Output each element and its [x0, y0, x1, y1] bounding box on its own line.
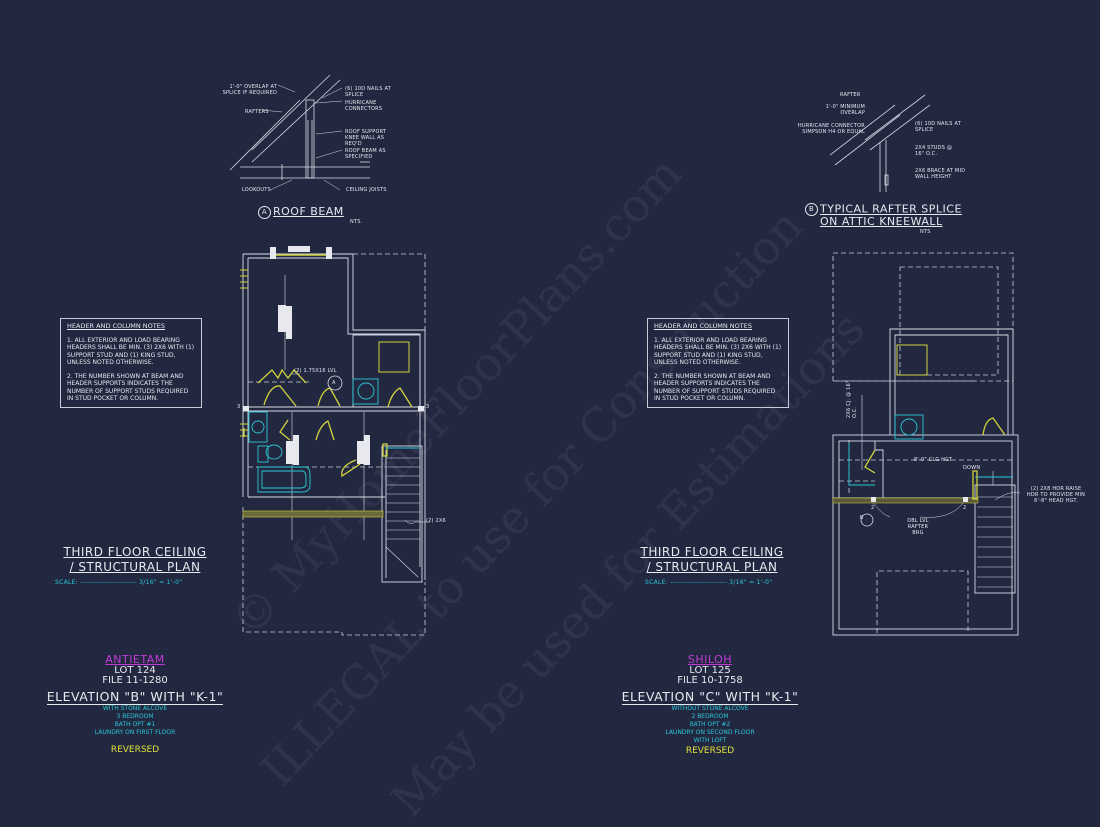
detail-marker-b: B [805, 203, 818, 216]
down-label: DOWN [963, 465, 981, 471]
elevation-label: ELEVATION "C" WITH "K-1" [621, 689, 799, 705]
left-plan-scale: SCALE: ----------------------- 3/16" = 1… [55, 579, 183, 586]
plan-name: SHILOH [687, 653, 733, 666]
left-plan-title: THIRD FLOOR CEILING / STRUCTURAL PLAN SC… [40, 545, 230, 590]
detail-marker-a: A [258, 205, 271, 219]
rafter-splice-detail-drawing [830, 94, 930, 192]
info-block-left: ANTIETAM LOT 124 FILE 11-1280 ELEVATION … [30, 653, 240, 755]
note-item-1: 1. ALL EXTERIOR AND LOAD BEARING HEADERS… [67, 336, 195, 367]
stud-count-right: 2 [963, 505, 967, 511]
callout-studs: 2x4 STUDS @ 16" O.C. [915, 145, 953, 157]
reversed-label: REVERSED [110, 745, 160, 755]
right-plan-title: THIRD FLOOR CEILING / STRUCTURAL PLAN SC… [617, 545, 807, 590]
callout-rafters: RAFTERS [245, 109, 269, 115]
option-item: BATH OPT #2 [689, 721, 731, 728]
callout-overlap: 1'-0" OVERLAP AT SPLICE IF REQUIRED [222, 84, 277, 96]
ceiling-height-callout: 8'-0" CLG HGT [914, 457, 953, 463]
callout-hurricane: HURRICANE CONNECTORS [345, 100, 383, 112]
note-item-2: 2. THE NUMBER SHOWN AT BEAM AND HEADER S… [67, 372, 189, 403]
callout-hurricane-connector: HURRICANE CONNECTOR SIMPSON H4 OR EQUAL [797, 123, 865, 135]
callout-roof-beam: ROOF BEAM AS SPECIFIED [345, 148, 386, 160]
callout-ceiling-joists: CEILING JOISTS [346, 187, 387, 193]
left-plan-title-line-2: / STRUCTURAL PLAN [69, 560, 201, 574]
callout-splice-nails: (6) 10d NAILS AT SPLICE [915, 121, 961, 133]
option-item: WITH LOFT [693, 737, 727, 744]
rafter-splice-title-line-1: TYPICAL RAFTER SPLICE [820, 202, 962, 216]
left-floor-plan-drawing [240, 246, 430, 636]
right-plan-scale: SCALE: ----------------------- 3/16" = 1… [645, 579, 773, 586]
header-callout: (2) 2x6 [426, 518, 446, 524]
callout-brace: 2x6 BRACE AT MID WALL HEIGHT [915, 168, 966, 180]
option-item: LAUNDRY ON SECOND FLOOR [665, 729, 755, 736]
section-marker-a: A [332, 380, 336, 386]
reversed-label: REVERSED [685, 746, 735, 756]
option-item: 3 BEDROOM [116, 713, 154, 720]
info-block-right: SHILOH LOT 125 FILE 10-1758 ELEVATION "C… [605, 653, 815, 756]
callout-lookouts: LOOKOUTS [242, 187, 271, 193]
ceiling-joist-callout: 2x6 CJ. @ 16" O.C. [846, 380, 858, 418]
notes-title: HEADER AND COLUMN NOTES [67, 322, 165, 330]
option-item: 2 BEDROOM [691, 713, 729, 720]
option-item: WITHOUT STONE ALCOVE [671, 705, 749, 712]
callout-nails: (6) 10d NAILS AT SPLICE [345, 86, 391, 98]
rafter-splice-title-line-2: ON ATTIC KNEEWALL [820, 215, 943, 228]
section-marker-b: B [860, 515, 864, 521]
header-column-notes-left: HEADER AND COLUMN NOTES 1. ALL EXTERIOR … [60, 318, 202, 408]
option-item: BATH OPT #1 [114, 721, 156, 728]
stud-count-right: 3 [426, 404, 430, 410]
file-number: FILE 11-1280 [102, 675, 168, 686]
raise-header-callout: (2) 2x8 HDR RAISE HDR TO PROVIDE MIN 6'-… [1026, 486, 1086, 504]
callout-min-overlap: 1'-0" MINIMUM OVERLAP [825, 104, 865, 116]
roof-beam-title-text: ROOF BEAM [273, 205, 344, 218]
stud-count-left: 2 [871, 505, 875, 511]
roof-beam-nts: NTS. [350, 219, 363, 225]
elevation-label: ELEVATION "B" WITH "K-1" [46, 689, 224, 705]
lot-number: LOT 125 [689, 665, 731, 676]
note-item-2: 2. THE NUMBER SHOWN AT BEAM AND HEADER S… [654, 372, 776, 403]
notes-title: HEADER AND COLUMN NOTES [654, 322, 752, 330]
option-item: LAUNDRY ON FIRST FLOOR [94, 729, 176, 736]
note-item-1: 1. ALL EXTERIOR AND LOAD BEARING HEADERS… [654, 336, 782, 367]
plan-name: ANTIETAM [105, 653, 165, 666]
file-number: FILE 10-1758 [677, 675, 743, 686]
roof-beam-detail-drawing [229, 74, 370, 191]
right-plan-title-line-2: / STRUCTURAL PLAN [646, 560, 778, 574]
option-item: WITH STONE ALCOVE [102, 705, 168, 712]
rafter-bearing-callout: DBL LVL RAFTER BRG [907, 518, 929, 536]
header-column-notes-right: HEADER AND COLUMN NOTES 1. ALL EXTERIOR … [647, 318, 789, 408]
lvl-callout: (2) 1.75x16 LVL [294, 368, 337, 374]
callout-rafter: RAFTER [840, 92, 861, 98]
rafter-splice-nts: NTS [920, 229, 931, 235]
right-plan-title-line-1: THIRD FLOOR CEILING [640, 545, 784, 559]
right-floor-plan-drawing [832, 252, 1021, 636]
callout-knee-wall: ROOF SUPPORT KNEE WALL AS REQ'D [345, 129, 387, 147]
left-plan-title-line-1: THIRD FLOOR CEILING [63, 545, 207, 559]
stud-count-left: 3 [237, 404, 241, 410]
lot-number: LOT 124 [114, 665, 156, 676]
